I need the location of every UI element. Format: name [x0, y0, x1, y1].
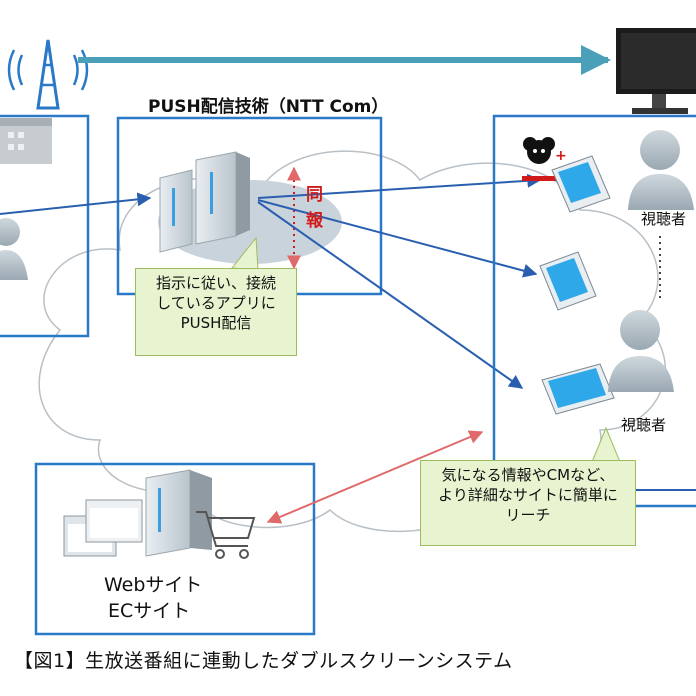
sync-label-2: 報 — [306, 211, 323, 231]
shopping-cart-icon — [196, 511, 256, 559]
figure-caption: 【図1】生放送番組に連動したダブルスクリーンシステム — [14, 650, 513, 672]
web-server-icon — [145, 469, 212, 557]
tv-monitor-icon — [616, 28, 696, 114]
note-push-line-1: 指示に従い、接続 — [155, 274, 276, 292]
viewer-icon-2 — [608, 310, 674, 392]
antenna-icon — [7, 39, 89, 110]
browser-window-icon — [63, 499, 143, 557]
viewer-label-1: 視聴者 — [641, 210, 687, 228]
web-site-label: Webサイト — [104, 574, 203, 596]
website-box — [34, 462, 316, 636]
note-reach: 気になる情報やCMなど、 より詳細なサイトに簡単に リーチ — [420, 460, 636, 546]
smartphone-icon-1 — [551, 155, 611, 213]
broadcaster-link-arrow — [0, 192, 152, 215]
server-icon — [159, 151, 250, 253]
tablet-icon — [541, 363, 615, 415]
building-icon — [0, 118, 52, 164]
note-reach-line-2: より詳細なサイトに簡単に — [438, 486, 618, 504]
push-arrow-2 — [257, 199, 538, 278]
note-push-line-2: しているアプリに — [156, 294, 276, 312]
mascot-icon: + — [522, 137, 567, 181]
push-technology-label: PUSH配信技術（NTT Com） — [148, 97, 389, 117]
note-reach-line-3: リーチ — [505, 506, 551, 524]
viewer-label-2: 視聴者 — [621, 416, 667, 434]
note-reach-line-1: 気になる情報やCMなど、 — [441, 466, 615, 484]
viewer-icon-1 — [628, 130, 694, 210]
smartphone-icon-2 — [539, 251, 597, 311]
broadcaster-box — [0, 114, 90, 338]
sync-label-1: 同 — [306, 185, 323, 205]
reach-arrow — [266, 430, 484, 524]
note-push-line-3: PUSH配信 — [180, 314, 252, 332]
push-arrow-3 — [257, 201, 524, 389]
note-reach-pointer — [591, 426, 621, 463]
svg-text:+: + — [555, 148, 567, 164]
note-push: 指示に従い、接続 しているアプリに PUSH配信 — [135, 268, 297, 356]
broadcaster-person-icon — [0, 218, 28, 280]
ec-site-label: ECサイト — [108, 600, 191, 622]
